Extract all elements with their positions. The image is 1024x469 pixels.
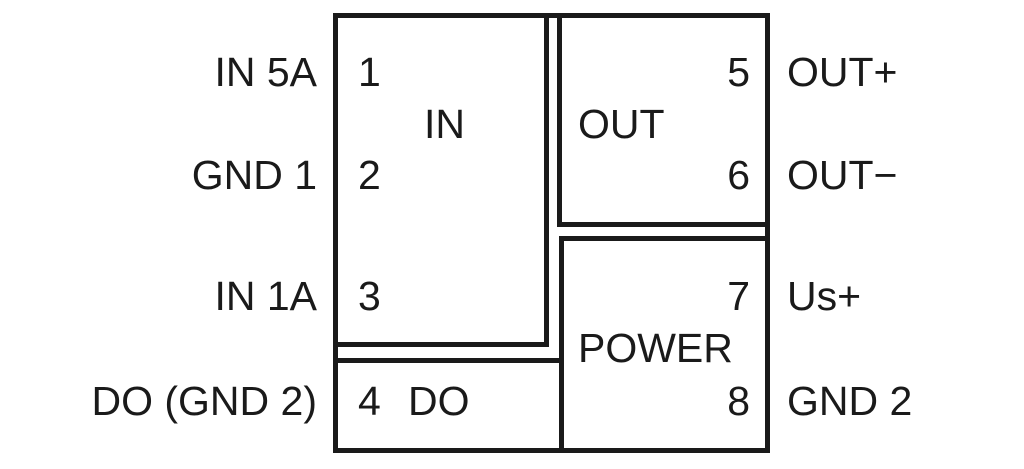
block-label-power: POWER [578, 325, 733, 371]
outer-module-outline [333, 13, 770, 453]
external-label-pin-3: IN 1A [214, 273, 317, 319]
pin-number-1: 1 [358, 49, 381, 95]
block-label-in: IN [424, 101, 465, 147]
external-label-pin-7: Us+ [787, 273, 862, 319]
pin-number-4: 4 [358, 378, 381, 424]
pin-number-6: 6 [727, 152, 750, 198]
out-block-outline [557, 13, 770, 227]
external-label-pin-8: GND 2 [787, 378, 913, 424]
external-label-pin-2: GND 1 [191, 152, 317, 198]
pin-number-3: 3 [358, 273, 381, 319]
external-label-pin-4: DO (GND 2) [91, 378, 318, 424]
block-label-do: DO [408, 378, 470, 424]
pin-number-5: 5 [727, 49, 750, 95]
external-label-pin-5: OUT+ [787, 49, 898, 95]
pin-number-8: 8 [727, 378, 750, 424]
block-label-out: OUT [578, 101, 665, 147]
power-block-outline [559, 236, 770, 453]
external-label-pin-1: IN 5A [214, 49, 317, 95]
pin-number-2: 2 [358, 152, 381, 198]
pin-number-7: 7 [727, 273, 750, 319]
in-block-outline [333, 13, 549, 347]
external-label-pin-6: OUT− [787, 152, 898, 198]
